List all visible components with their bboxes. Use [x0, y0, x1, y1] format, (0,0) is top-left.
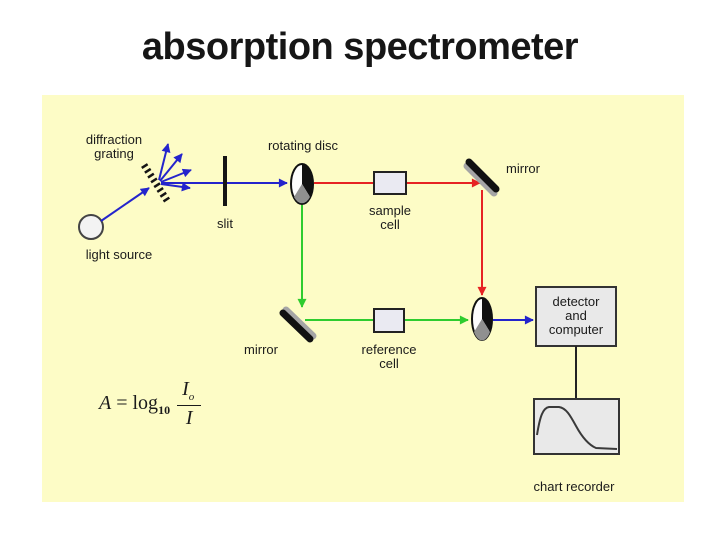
label-sample-cell-line1: sample [369, 203, 411, 218]
spectrometer-diagram: diffraction grating light source slit ro… [78, 132, 620, 494]
mirror-bottom-edge [282, 306, 317, 340]
label-light-source: light source [86, 247, 152, 262]
formula-numerator: Io [177, 378, 202, 406]
label-rotating-disc: rotating disc [268, 138, 339, 153]
light-source [78, 214, 104, 240]
diagram-panel: diffraction grating light source slit ro… [42, 95, 684, 502]
mirror-bottom-face [279, 309, 314, 343]
formula-numerator-subscript: o [188, 391, 195, 403]
label-sample-cell-line2: cell [380, 217, 400, 232]
diffraction-grating-hatch [141, 163, 171, 204]
label-chart-recorder: chart recorder [534, 479, 616, 494]
slit [223, 156, 227, 206]
fan-arrow-2 [159, 153, 183, 182]
label-slit: slit [217, 216, 233, 231]
label-mirror-bottom: mirror [244, 342, 279, 357]
formula-denominator: I [185, 407, 193, 429]
label-diffraction-grating-line1: diffraction [86, 132, 142, 147]
chart-recorder-trace [536, 406, 618, 450]
mirror-top-face [465, 158, 500, 193]
rotating-disc [290, 163, 314, 205]
reference-cell [373, 308, 405, 333]
formula-numerator-symbol: I [182, 378, 189, 400]
mirror-top [463, 158, 500, 197]
formula-fraction: Io I [177, 378, 202, 429]
label-detector-line3: computer [549, 322, 604, 337]
formula-function: log [132, 391, 159, 414]
mirror-top-edge [463, 162, 498, 197]
combiner-disc-black-sector [482, 297, 493, 332]
formula-equals: = [116, 391, 128, 414]
rotating-disc-gray-sector [294, 184, 310, 204]
fan-arrow-4 [160, 182, 191, 192]
fan-arrow-3 [160, 168, 192, 183]
label-diffraction-grating-line2: grating [94, 146, 134, 161]
rotating-disc-black-sector [302, 164, 313, 197]
label-detector-line1: detector [553, 294, 601, 309]
label-mirror-top: mirror [506, 161, 541, 176]
label-reference-cell-line1: reference [362, 342, 417, 357]
mirror-bottom [279, 306, 317, 343]
beam-combiner-disc [471, 297, 493, 341]
slide-title: absorption spectrometer [141, 26, 579, 68]
combiner-disc-gray-sector [474, 319, 490, 341]
beam-source-to-grating [100, 187, 150, 222]
formula-log-base: 10 [158, 402, 171, 417]
sample-cell [373, 171, 407, 195]
formula-variable: A [99, 391, 112, 414]
label-detector-line2: and [565, 308, 587, 323]
absorbance-formula: A = log 10 Io I [99, 378, 202, 429]
fan-arrow-1 [158, 143, 171, 181]
label-reference-cell-line2: cell [379, 356, 399, 371]
